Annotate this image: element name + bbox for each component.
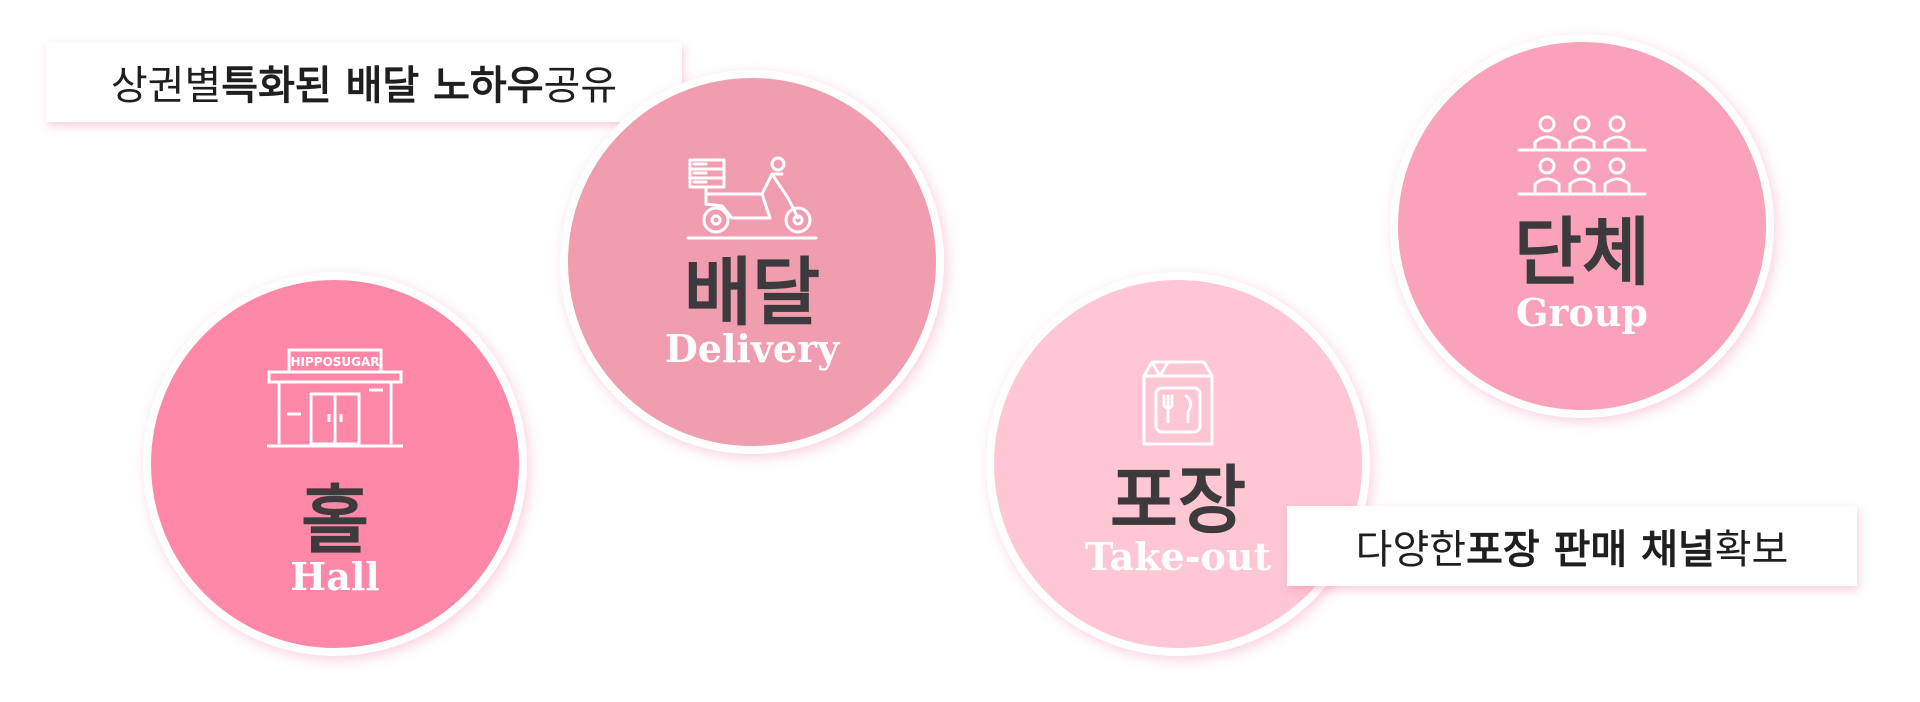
channel-circle-hall: HIPPOSUGAR 홀 Hall	[143, 272, 527, 656]
takeout-bag-icon	[1142, 360, 1214, 446]
delivery-scooter-icon	[686, 156, 818, 240]
group-people-icon	[1517, 115, 1647, 196]
callout-text-normal: 다양한	[1355, 527, 1467, 573]
channel-title-ko: 단체	[1513, 210, 1651, 296]
channel-title-en: Take-out	[1084, 534, 1272, 579]
callout-text-bold: 특화된 배달 노하우	[221, 63, 544, 109]
storefront-icon: HIPPOSUGAR	[267, 348, 403, 448]
callout-text-bold: 포장 판매 채널	[1466, 527, 1715, 573]
channel-circle-group: 단체 Group	[1390, 34, 1774, 418]
channel-title-en: Group	[1515, 290, 1649, 335]
channel-title-en: Delivery	[664, 326, 840, 371]
channel-title-en: Hall	[290, 554, 380, 599]
channel-title-ko: 홀	[300, 478, 370, 564]
store-sign-text: HIPPOSUGAR	[290, 355, 379, 369]
channel-circle-delivery: 배달 Delivery	[560, 70, 944, 454]
channel-title-ko: 배달	[683, 250, 821, 336]
callout-text-normal: 공유	[543, 63, 618, 109]
callout-text-normal: 상권별	[110, 63, 222, 109]
callout-takeout-channels: 다양한 포장 판매 채널 확보	[1287, 506, 1857, 586]
channel-circle-takeout: 포장 Take-out	[986, 272, 1370, 656]
callout-text-normal: 확보	[1714, 527, 1789, 573]
channel-title-ko: 포장	[1109, 458, 1247, 544]
callout-delivery-knowhow: 상권별 특화된 배달 노하우 공유	[46, 42, 682, 122]
